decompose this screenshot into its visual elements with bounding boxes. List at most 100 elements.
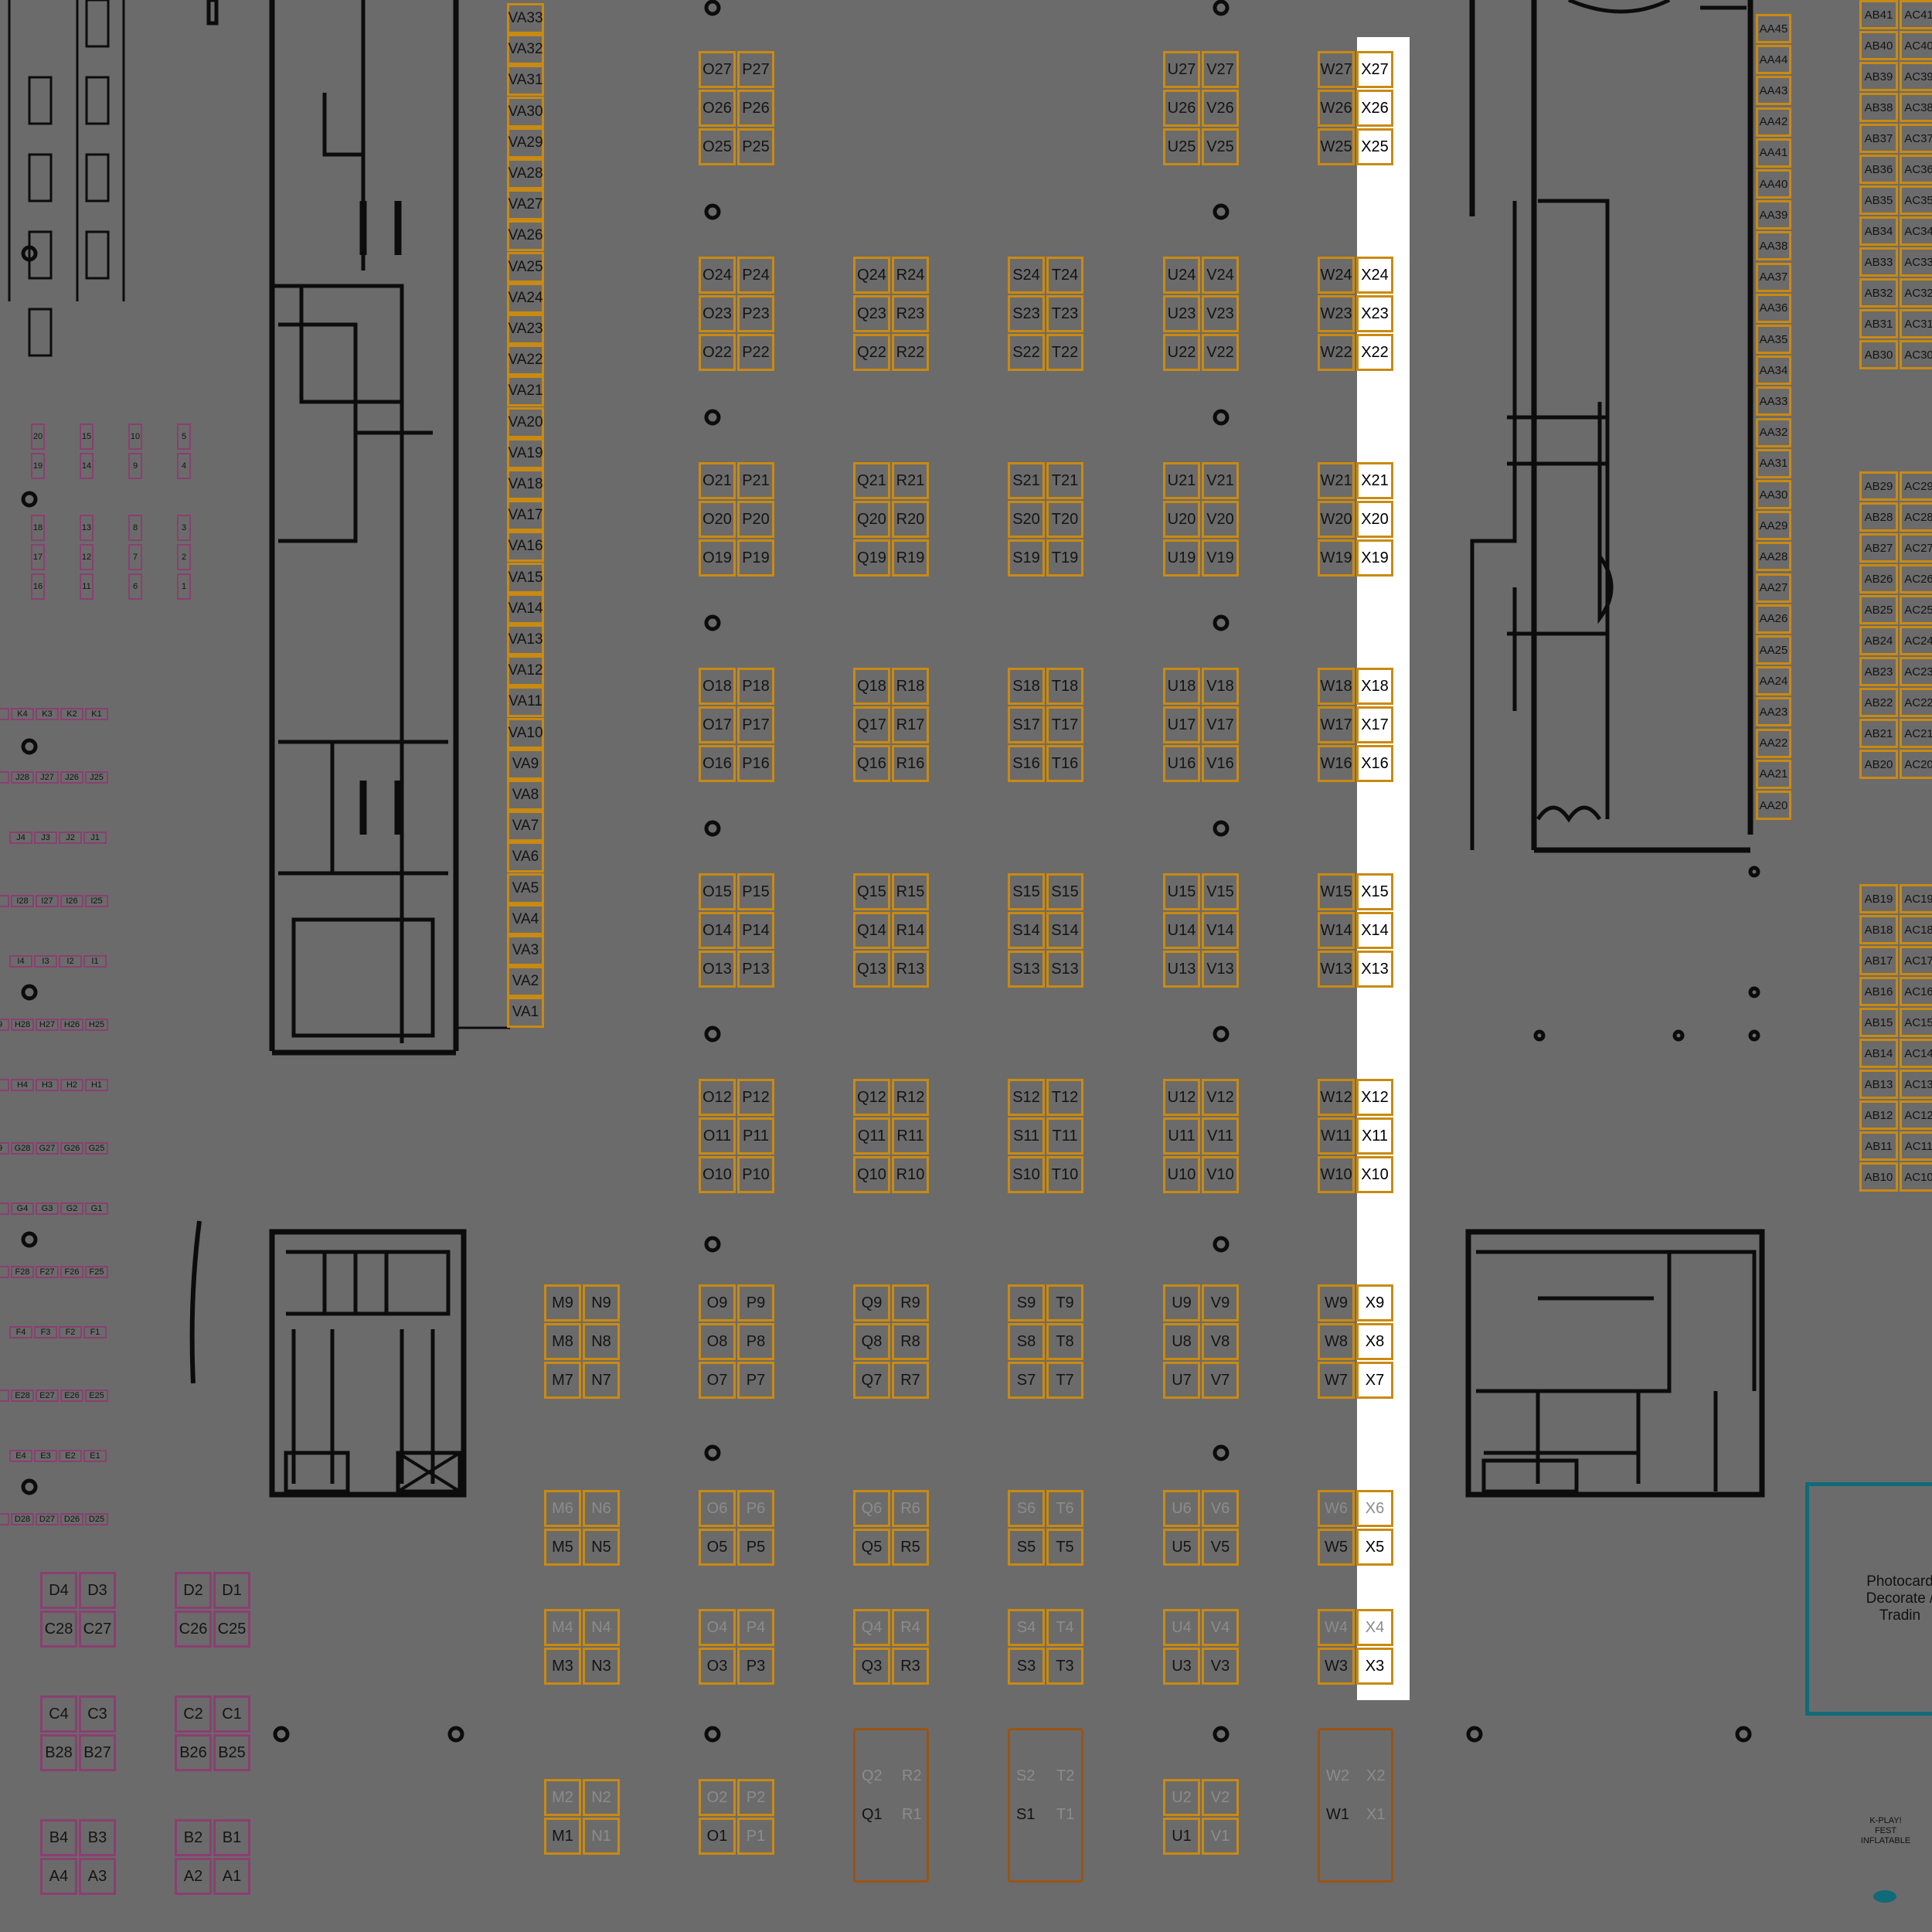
booth-v12-c1[interactable]: 12 — [80, 544, 94, 570]
booth-u16[interactable]: U16 — [1163, 745, 1200, 782]
booth-ac14[interactable]: AC14 — [1900, 1039, 1932, 1068]
booth-v20[interactable]: V20 — [1202, 501, 1239, 538]
booth-va8[interactable]: VA8 — [507, 780, 544, 811]
booth-j27-b0[interactable]: J27 — [36, 771, 59, 784]
booth-va7[interactable]: VA7 — [507, 811, 544, 842]
booth-r10[interactable]: R10 — [892, 1156, 929, 1193]
booth-s14[interactable]: S14 — [1046, 912, 1083, 949]
booth-ab28[interactable]: AB28 — [1859, 502, 1898, 532]
booth-x27[interactable]: X27 — [1356, 51, 1393, 88]
booth-w6[interactable]: W6 — [1318, 1490, 1355, 1527]
booth-va17[interactable]: VA17 — [507, 500, 544, 532]
booth-g2-t4[interactable]: G2 — [60, 1202, 83, 1215]
booth-ac23[interactable]: AC23 — [1900, 657, 1932, 686]
booth-g27-b3[interactable]: G27 — [36, 1142, 59, 1155]
booth-r20[interactable]: R20 — [892, 501, 929, 538]
booth-w19[interactable]: W19 — [1318, 539, 1355, 577]
booth-v8-c2[interactable]: 8 — [128, 515, 142, 541]
booth-u7[interactable]: U7 — [1163, 1362, 1200, 1399]
booth-a2[interactable]: A2 — [175, 1858, 212, 1895]
booth-ac34[interactable]: AC34 — [1900, 216, 1932, 246]
booth-o12[interactable]: O12 — [699, 1079, 736, 1116]
booth-q7[interactable]: Q7 — [853, 1362, 890, 1399]
booth-o10[interactable]: O10 — [699, 1156, 736, 1193]
booth-r7[interactable]: R7 — [892, 1362, 929, 1399]
booth-ab18[interactable]: AB18 — [1859, 915, 1898, 944]
booth-v14[interactable]: V14 — [1202, 912, 1239, 949]
booth-t12[interactable]: T12 — [1046, 1079, 1083, 1116]
booth-e26-b5[interactable]: E26 — [60, 1389, 83, 1402]
booth-p15[interactable]: P15 — [737, 873, 774, 910]
booth-ac31[interactable]: AC31 — [1900, 309, 1932, 338]
booth-b28[interactable]: B28 — [40, 1734, 77, 1771]
booth-ab32[interactable]: AB32 — [1859, 278, 1898, 308]
booth-p5[interactable]: P5 — [737, 1529, 774, 1566]
booth-va12[interactable]: VA12 — [507, 655, 544, 687]
booth-ab17[interactable]: AB17 — [1859, 946, 1898, 975]
booth-v18-c0[interactable]: 18 — [31, 515, 45, 541]
booth-t18[interactable]: T18 — [1046, 668, 1083, 705]
booth-aa45[interactable]: AA45 — [1756, 14, 1791, 43]
booth-v21[interactable]: V21 — [1202, 462, 1239, 499]
booth-v15-c1[interactable]: 15 — [80, 423, 94, 450]
booth-ac18[interactable]: AC18 — [1900, 915, 1932, 944]
booth-o4[interactable]: O4 — [699, 1609, 736, 1646]
booth-a3[interactable]: A3 — [79, 1858, 116, 1895]
booth-q20[interactable]: Q20 — [853, 501, 890, 538]
booth-d25-b6[interactable]: D25 — [85, 1513, 108, 1526]
booth-w15[interactable]: W15 — [1318, 873, 1355, 910]
booth-x9[interactable]: X9 — [1356, 1284, 1393, 1321]
booth-s19[interactable]: S19 — [1008, 539, 1045, 577]
booth-e28-b5[interactable]: E28 — [11, 1389, 34, 1402]
booth-ac24[interactable]: AC24 — [1900, 626, 1932, 655]
booth-q23[interactable]: Q23 — [853, 295, 890, 332]
booth-c28[interactable]: C28 — [40, 1611, 77, 1648]
booth-aa22[interactable]: AA22 — [1756, 728, 1791, 758]
booth-ab12[interactable]: AB12 — [1859, 1100, 1898, 1130]
booth-ac29[interactable]: AC29 — [1900, 471, 1932, 501]
booth-o27[interactable]: O27 — [699, 51, 736, 88]
booth-u19[interactable]: U19 — [1163, 539, 1200, 577]
booth-s24[interactable]: S24 — [1008, 257, 1045, 294]
booth-o2[interactable]: O2 — [699, 1779, 736, 1816]
booth-o3[interactable]: O3 — [699, 1648, 736, 1685]
booth-a4[interactable]: A4 — [40, 1858, 77, 1895]
booth-aa21[interactable]: AA21 — [1756, 759, 1791, 789]
booth-ac22[interactable]: AC22 — [1900, 688, 1932, 717]
booth-aa41[interactable]: AA41 — [1756, 138, 1791, 168]
booth-w23[interactable]: W23 — [1318, 295, 1355, 332]
booth-x5[interactable]: X5 — [1356, 1529, 1393, 1566]
booth-va1[interactable]: VA1 — [507, 997, 544, 1029]
booth-q18[interactable]: Q18 — [853, 668, 890, 705]
booth-aa25[interactable]: AA25 — [1756, 635, 1791, 665]
booth-e3-t6[interactable]: E3 — [34, 1450, 57, 1462]
booth-va15[interactable]: VA15 — [507, 562, 544, 594]
photocard-zone[interactable]: Photocard Decorate / Tradin — [1805, 1482, 1932, 1716]
booth-m3[interactable]: M3 — [544, 1648, 581, 1685]
booth-g25-b3[interactable]: G25 — [85, 1142, 108, 1155]
booth-9-b0[interactable]: 9 — [0, 771, 9, 784]
booth-e4-t6[interactable]: E4 — [9, 1450, 32, 1462]
booth-v7[interactable]: V7 — [1202, 1362, 1239, 1399]
booth-r4[interactable]: R4 — [892, 1609, 929, 1646]
booth-v3[interactable]: V3 — [1202, 1648, 1239, 1685]
booth-p24[interactable]: P24 — [737, 257, 774, 294]
booth-f3-t5[interactable]: F3 — [34, 1326, 57, 1338]
booth-v11-c1[interactable]: 11 — [80, 573, 94, 600]
booth-b1[interactable]: B1 — [213, 1819, 250, 1856]
booth-s12[interactable]: S12 — [1008, 1079, 1045, 1116]
booth-u13[interactable]: U13 — [1163, 951, 1200, 988]
booth-ab10[interactable]: AB10 — [1859, 1162, 1898, 1192]
booth-aa36[interactable]: AA36 — [1756, 293, 1791, 323]
booth-va10[interactable]: VA10 — [507, 717, 544, 749]
booth-ab21[interactable]: AB21 — [1859, 719, 1898, 748]
booth-v5-c3[interactable]: 5 — [177, 423, 191, 450]
booth-va16[interactable]: VA16 — [507, 531, 544, 563]
booth-t11[interactable]: T11 — [1046, 1117, 1083, 1155]
booth-u9[interactable]: U9 — [1163, 1284, 1200, 1321]
booth-v1-c3[interactable]: 1 — [177, 573, 191, 600]
booth-ab29[interactable]: AB29 — [1859, 471, 1898, 501]
booth-aa42[interactable]: AA42 — [1756, 107, 1791, 137]
booth-va18[interactable]: VA18 — [507, 469, 544, 500]
booth-o1[interactable]: O1 — [699, 1818, 736, 1855]
